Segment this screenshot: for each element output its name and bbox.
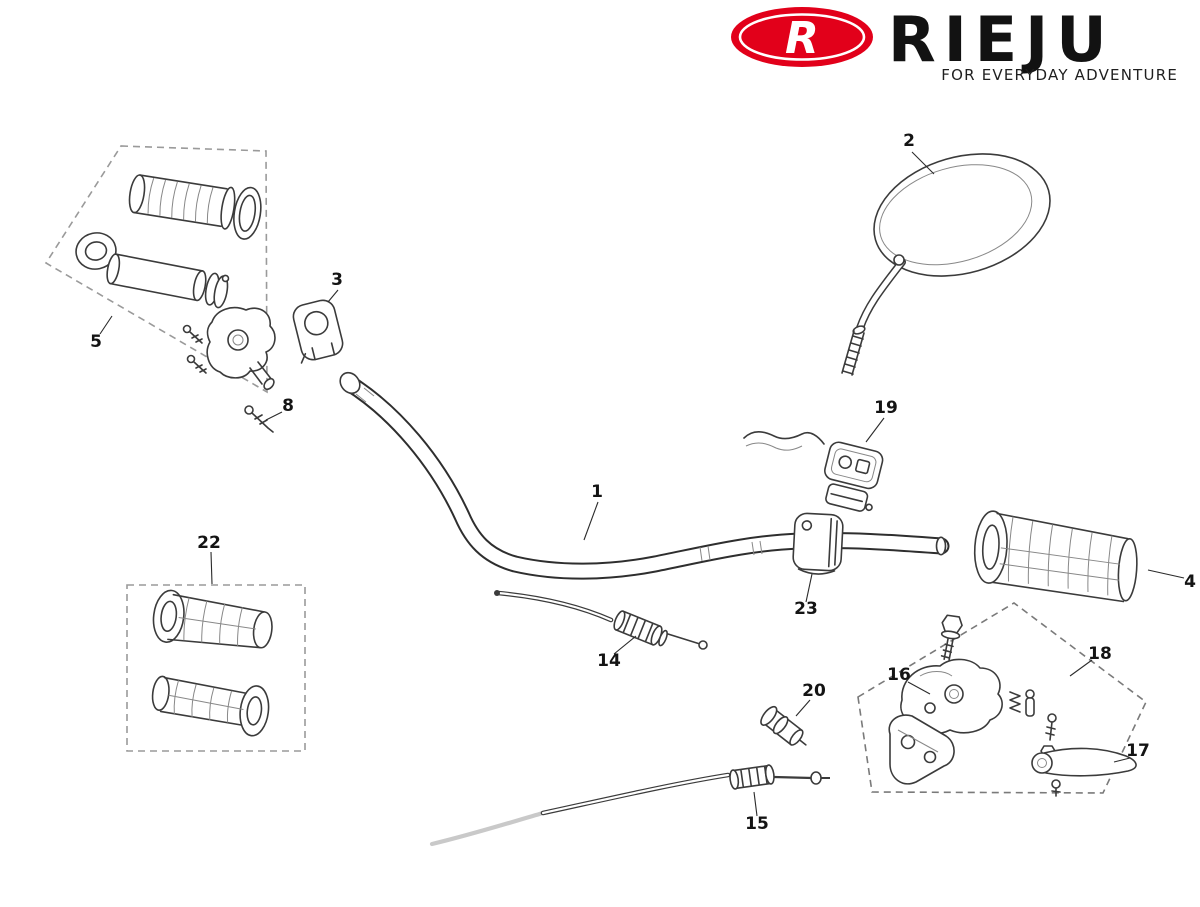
part-grip-set (126, 584, 306, 752)
part-label-2: 2 (903, 131, 915, 151)
part-mirror (841, 153, 1051, 376)
part-label-23: 23 (794, 599, 818, 619)
part-bar-clamp (792, 512, 844, 575)
part-screw (244, 405, 274, 433)
part-label-20: 20 (802, 681, 826, 701)
part-lever (1031, 747, 1137, 797)
housing-screws (182, 324, 207, 374)
part-cable-guide (760, 705, 807, 746)
part-label-18: 18 (1088, 644, 1112, 664)
part-labels: 1 2 3 4 5 8 14 15 16 17 18 19 20 22 23 (90, 131, 1196, 834)
part-label-22: 22 (197, 533, 221, 553)
part-label-1: 1 (591, 482, 603, 502)
part-switch (743, 430, 884, 512)
part-label-8: 8 (282, 396, 294, 416)
part-clutch-cable (429, 764, 830, 847)
logo-letter: R (785, 13, 819, 64)
perch-bolt (940, 614, 963, 661)
leader-lines (99, 151, 1185, 817)
part-label-3: 3 (331, 270, 343, 290)
part-label-5: 5 (90, 332, 102, 352)
part-handlebar-clamp (292, 299, 344, 364)
part-label-19: 19 (874, 398, 898, 418)
part-right-grip (973, 510, 1138, 603)
washer (75, 232, 117, 270)
brand-name: RIEJU (888, 3, 1115, 76)
mirror-thread (841, 330, 865, 376)
part-lever-assembly (857, 602, 1148, 797)
part-label-15: 15 (745, 814, 769, 834)
part-throttle-assembly (44, 145, 276, 394)
perch-hardware (1009, 689, 1057, 757)
part-label-14: 14 (597, 651, 621, 671)
part-lever-bracket (888, 658, 1003, 785)
part-label-4: 4 (1184, 572, 1196, 592)
brand-tagline: FOR EVERYDAY ADVENTURE (941, 66, 1178, 84)
brand-logo-badge: R (731, 7, 873, 67)
part-label-16: 16 (887, 665, 911, 685)
part-label-17: 17 (1126, 741, 1150, 761)
logo-ring (738, 13, 866, 61)
part-throttle-cable (494, 590, 708, 650)
